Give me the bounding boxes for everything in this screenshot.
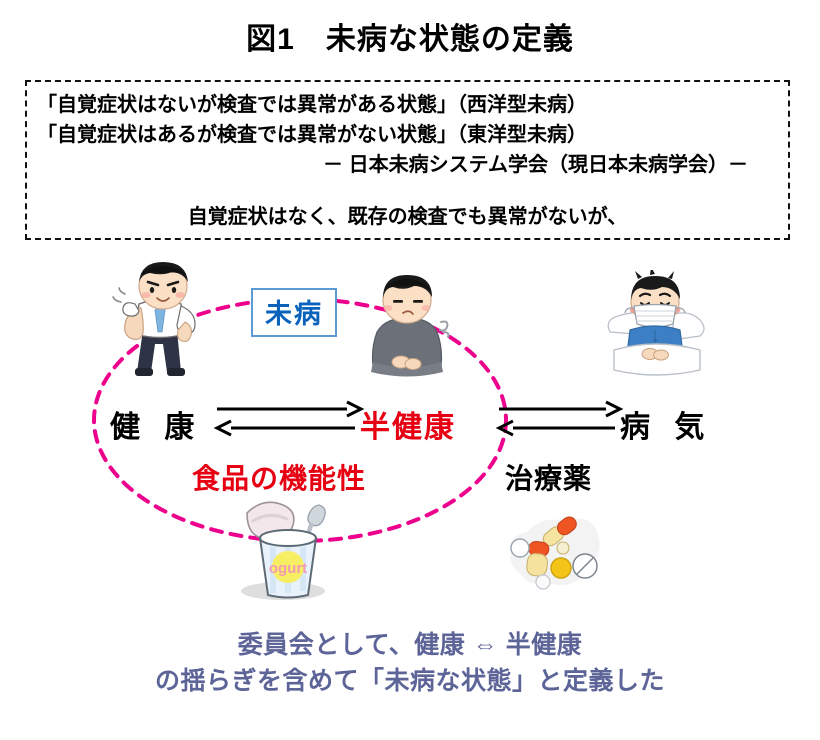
pills-illustration	[510, 516, 600, 590]
caption-line-1: 委員会として、健康 ⇔ 半健康	[237, 631, 583, 659]
state-label-semi-healthy: 半健康	[360, 411, 456, 444]
state-label-healthy: 健 康	[110, 411, 203, 444]
state-label-sick: 病 気	[620, 411, 713, 444]
state-transition-diagram: ogurt	[0, 250, 820, 620]
definition-line-eastern: 「自覚症状はあるが検査では異常がない状態」（東洋型未病）	[37, 124, 587, 146]
intervention-label-food-functionality: 食品の機能性	[192, 463, 367, 494]
intervention-label-medicine: 治療薬	[505, 463, 593, 494]
definition-line-western: 「自覚症状はないが検査では異常がある状態」（西洋型未病）	[37, 94, 587, 116]
healthy-man-illustration	[112, 262, 196, 376]
definition-box: 「自覚症状はないが検査では異常がある状態」（西洋型未病） 「自覚症状はあるが検査…	[25, 80, 790, 240]
sick-man-in-bed-illustration	[607, 270, 705, 376]
tired-man-illustration	[371, 275, 450, 377]
svg-text:ogurt: ogurt	[269, 560, 307, 577]
conclusion-caption: 委員会として、健康 ⇔ 半健康 の揺らぎを含めて「未病な状態」と定義した	[0, 628, 820, 699]
arrows-semihealthy-sick	[495, 400, 624, 437]
yogurt-cup-illustration: ogurt	[241, 501, 326, 600]
definition-source-attribution: － 日本未病システム学会（現日本未病学会）－	[323, 154, 748, 176]
figure-title: 図1 未病な状態の定義	[246, 23, 574, 56]
definition-line-summary: 自覚症状はなく、既存の検査でも異常がないが、	[187, 206, 628, 228]
caption-line-2: の揺らぎを含めて「未病な状態」と定義した	[154, 666, 665, 695]
mibyou-label-box: 未病	[251, 288, 337, 337]
arrows-healthy-semihealthy	[213, 400, 365, 437]
